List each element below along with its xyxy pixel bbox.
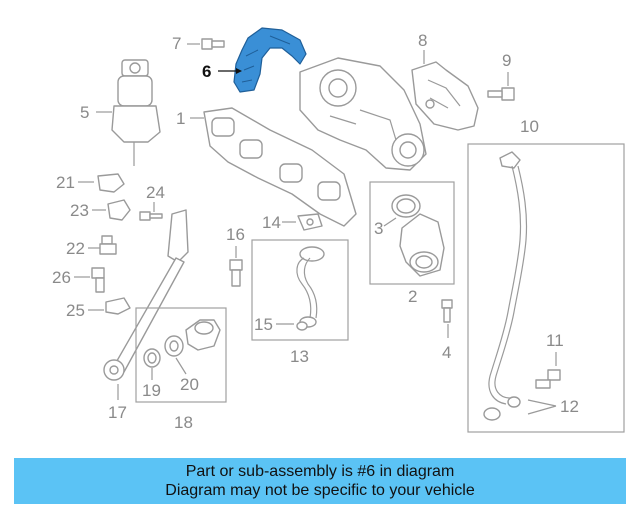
part-24-bolt[interactable] [139, 211, 163, 221]
callout-7[interactable]: 7 [172, 34, 181, 53]
leader-3 [383, 217, 397, 227]
part-16-bolt[interactable] [229, 259, 243, 287]
callout-2[interactable]: 2 [408, 287, 417, 306]
callout-6[interactable]: 6 [202, 62, 211, 81]
callout-1[interactable]: 1 [176, 109, 185, 128]
callout-11[interactable]: 11 [546, 331, 564, 350]
callout-14[interactable]: 14 [262, 213, 281, 232]
part-5-actuator[interactable] [111, 59, 161, 166]
leader-20 [175, 357, 187, 375]
part-4-bolt[interactable] [441, 299, 453, 323]
part-23-fitting[interactable] [107, 199, 131, 221]
callout-13[interactable]: 13 [290, 347, 309, 366]
part-10-coolant-line[interactable] [488, 151, 528, 408]
callout-12[interactable]: 12 [560, 397, 579, 416]
callout-4[interactable]: 4 [442, 343, 451, 362]
part-20-washer[interactable] [164, 335, 184, 357]
info-banner: Part or sub-assembly is #6 in diagram Di… [14, 458, 626, 504]
part-19-washer[interactable] [143, 348, 161, 368]
part-7-bolt[interactable] [201, 38, 225, 50]
callout-22[interactable]: 22 [66, 239, 85, 258]
callout-23[interactable]: 23 [70, 201, 89, 220]
part-9-bolt[interactable] [487, 87, 515, 101]
callout-26[interactable]: 26 [52, 268, 71, 287]
part-13-oil-line[interactable] [296, 246, 325, 328]
callout-3[interactable]: 3 [374, 219, 383, 238]
callout-25[interactable]: 25 [66, 301, 85, 320]
part-6-heat-shield[interactable] [233, 27, 307, 93]
part-17-rod[interactable] [103, 209, 189, 381]
part-25-seal[interactable] [105, 297, 131, 315]
part-8-bracket[interactable] [411, 61, 479, 131]
part-15-washer[interactable] [296, 321, 308, 331]
callout-18[interactable]: 18 [174, 413, 193, 432]
callout-5[interactable]: 5 [80, 103, 89, 122]
group-box-13 [251, 239, 349, 341]
part-20-fitting[interactable] [185, 319, 221, 351]
turbocharger [299, 57, 427, 171]
callout-21[interactable]: 21 [56, 173, 75, 192]
arrow-6 [236, 68, 242, 74]
part-14-gasket[interactable] [297, 213, 323, 231]
group-box-10 [467, 143, 625, 433]
callout-9[interactable]: 9 [502, 51, 511, 70]
callout-16[interactable]: 16 [226, 225, 245, 244]
group-box-2 [369, 181, 455, 285]
callout-17[interactable]: 17 [108, 403, 127, 422]
banner-line-1: Part or sub-assembly is #6 in diagram [185, 463, 455, 480]
part-12-washer[interactable] [483, 407, 501, 421]
banner-line-2: Diagram may not be specific to your vehi… [165, 482, 475, 499]
callout-19[interactable]: 19 [142, 381, 161, 400]
part-21-clamp[interactable] [97, 173, 125, 193]
callout-8[interactable]: 8 [418, 31, 427, 50]
part-3-gasket[interactable] [391, 194, 421, 218]
group-box-18 [135, 307, 227, 403]
callout-10[interactable]: 10 [520, 117, 539, 136]
callout-20[interactable]: 20 [180, 375, 199, 394]
callout-15[interactable]: 15 [254, 315, 273, 334]
callout-24[interactable]: 24 [146, 183, 165, 202]
part-26-bolt[interactable] [91, 267, 105, 293]
parts-diagram: 6 7 8 9 5 1 [52, 27, 625, 433]
part-11-bolt[interactable] [535, 369, 561, 389]
part-22-bolt[interactable] [99, 235, 117, 255]
part-2-pipe[interactable] [399, 213, 445, 277]
leader-12 [527, 399, 557, 415]
part-1-exhaust-manifold[interactable] [203, 107, 357, 227]
